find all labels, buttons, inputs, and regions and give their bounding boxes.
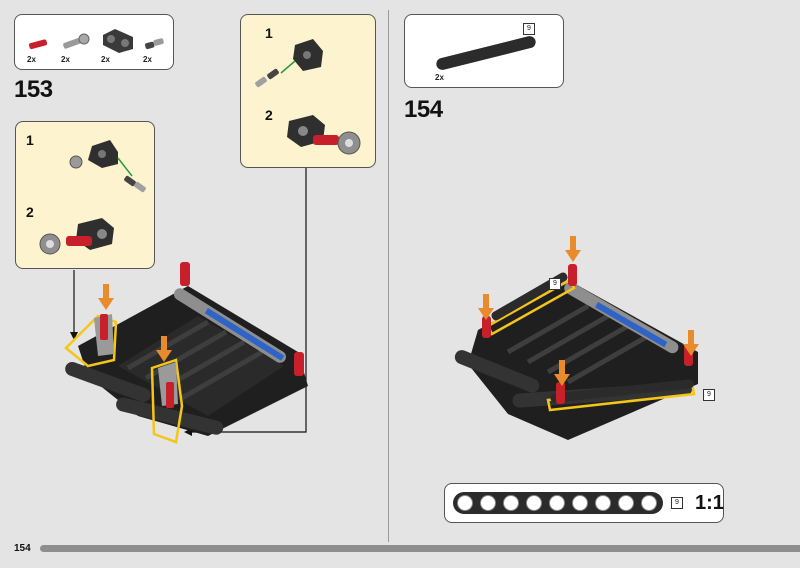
part-qty: 2x [61,55,70,64]
subassembly-callout-top: 1 2 [240,14,376,168]
connector-assembly-icon [255,39,323,88]
step-number-153: 153 [14,76,53,103]
part-qty: 2x [143,55,152,64]
ruler-hole [549,495,565,511]
ruler-hole [572,495,588,511]
assembled-joint-icon [39,218,114,255]
step-number-154: 154 [404,96,443,123]
orange-down-arrow-icon [683,330,699,356]
red-axle-pin-icon [29,39,48,50]
page-divider [388,10,389,542]
ruler-hole [526,495,542,511]
orange-down-arrow-icon [478,294,494,320]
substep-number: 2 [265,107,273,123]
ruler-hole [457,495,473,511]
assembled-joint-icon [287,115,361,155]
part-qty: 2x [101,55,110,64]
page-progress-bar [40,545,800,552]
subassembly-callout-left: 1 2 [15,121,155,269]
connector-assembly-icon [69,140,146,193]
page-number: 154 [14,543,31,554]
ruler-hole [595,495,611,511]
step-154-parts-list: 9 2x [404,14,564,88]
step-153-model-illustration [64,262,308,444]
grey-pin-icon [145,38,164,50]
ruler-beam-icon [453,492,663,514]
part-qty: 2x [435,73,444,82]
ruler-hole [503,495,519,511]
substep-number: 1 [26,132,34,148]
scale-label: 1:1 [695,492,724,514]
ruler-hole [618,495,634,511]
beam-length-tag: 9 [671,497,683,509]
part-qty: 2x [27,55,36,64]
ruler-hole [641,495,657,511]
dark-connector-block-icon [103,29,133,53]
black-beam-9-icon [436,36,536,70]
beam-length-tag: 9 [549,278,561,290]
step-153-parts-list: 2x 2x 2x 2x [14,14,174,70]
step-154-model-illustration [454,264,698,440]
orange-down-arrow-icon [98,284,114,310]
orange-down-arrow-icon [565,236,581,262]
ruler-hole [480,495,496,511]
orange-down-arrow-icon [554,360,570,386]
substep-number: 1 [265,25,273,41]
grey-ball-joint-icon [63,33,90,49]
part-size-ruler: 9 1:1 [444,483,724,523]
beam-length-tag: 9 [703,389,715,401]
beam-length-tag: 9 [523,23,535,35]
substep-number: 2 [26,204,34,220]
orange-down-arrow-icon [156,336,172,362]
